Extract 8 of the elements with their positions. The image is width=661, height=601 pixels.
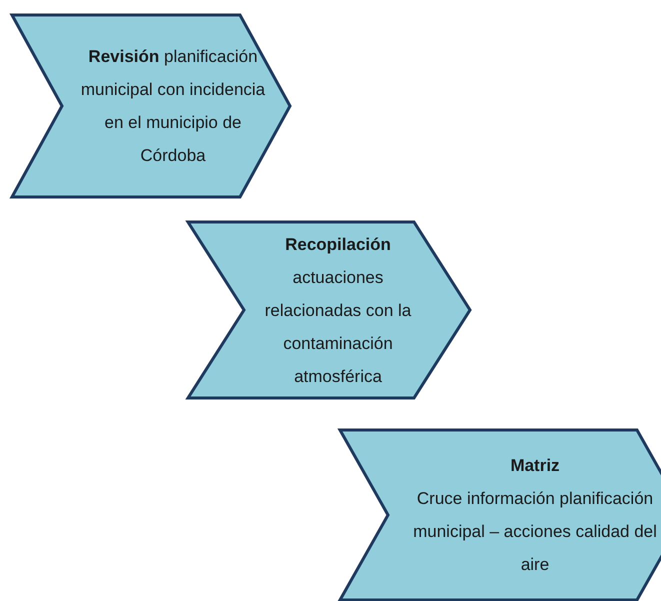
step-description: Revisión planificación municipal con incidencia en el municipio de Córdoba	[80, 46, 266, 167]
chevron-shape	[188, 222, 470, 398]
step-description: Cruce información planificación municipal – acciones calidad del aire	[412, 488, 658, 576]
chevron-shape	[12, 15, 290, 197]
step-heading: Matriz	[510, 455, 560, 477]
chevron-shape	[340, 430, 661, 600]
step-heading: Recopilación	[285, 234, 391, 256]
step-description: actuaciones relacionadas con la contaminación atmosférica	[264, 266, 412, 388]
